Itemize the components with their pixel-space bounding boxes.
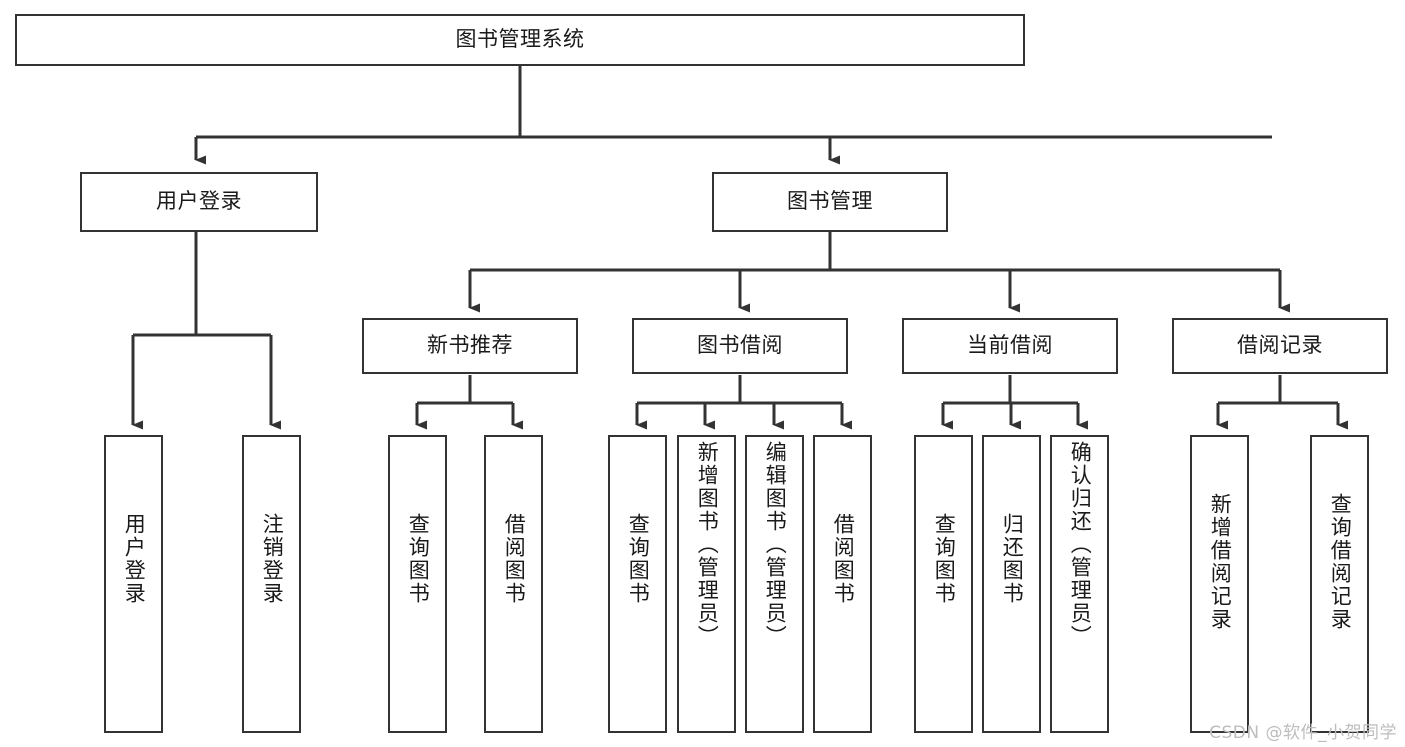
node-leaf-query-book-3[interactable]: 查询图书	[914, 435, 973, 733]
node-book-borrow-label: 图书借阅	[697, 333, 783, 358]
node-leaf-edit-book-label: 编辑图书（管理员）	[763, 441, 788, 648]
node-leaf-add-book[interactable]: 新增图书（管理员）	[677, 435, 736, 733]
node-leaf-query-record-label: 查询借阅记录	[1328, 493, 1353, 631]
node-current-borrow[interactable]: 当前借阅	[902, 318, 1118, 374]
node-leaf-query-book-2-label: 查询图书	[626, 513, 651, 605]
node-leaf-borrow-book-1-label: 借阅图书	[502, 513, 527, 605]
node-new-book-rec[interactable]: 新书推荐	[362, 318, 578, 374]
node-leaf-edit-book[interactable]: 编辑图书（管理员）	[745, 435, 804, 733]
node-leaf-borrow-book-1[interactable]: 借阅图书	[484, 435, 543, 733]
node-leaf-query-book-1-label: 查询图书	[406, 513, 431, 605]
node-leaf-add-record-label: 新增借阅记录	[1208, 493, 1233, 631]
node-leaf-user-logout[interactable]: 注销登录	[242, 435, 301, 733]
node-root[interactable]: 图书管理系统	[15, 14, 1025, 66]
node-leaf-add-record[interactable]: 新增借阅记录	[1190, 435, 1249, 733]
node-user-login[interactable]: 用户登录	[80, 172, 318, 232]
node-leaf-user-logout-label: 注销登录	[260, 513, 285, 605]
node-leaf-confirm-return[interactable]: 确认归还（管理员）	[1050, 435, 1109, 733]
node-borrow-record-label: 借阅记录	[1237, 333, 1323, 358]
node-leaf-query-record[interactable]: 查询借阅记录	[1310, 435, 1369, 733]
csdn-watermark: CSDN @软件_小贺同学	[1209, 723, 1397, 743]
node-leaf-return-book-label: 归还图书	[1000, 513, 1025, 605]
node-leaf-confirm-return-label: 确认归还（管理员）	[1068, 441, 1093, 648]
node-leaf-user-login[interactable]: 用户登录	[104, 435, 163, 733]
node-book-manage-label: 图书管理	[787, 189, 873, 214]
node-book-manage[interactable]: 图书管理	[712, 172, 948, 232]
node-leaf-borrow-book-2-label: 借阅图书	[831, 513, 856, 605]
node-leaf-user-login-label: 用户登录	[122, 513, 147, 605]
node-book-borrow[interactable]: 图书借阅	[632, 318, 848, 374]
node-root-label: 图书管理系统	[455, 27, 585, 52]
node-leaf-query-book-1[interactable]: 查询图书	[388, 435, 447, 733]
node-leaf-add-book-label: 新增图书（管理员）	[695, 441, 720, 648]
node-leaf-query-book-3-label: 查询图书	[932, 513, 957, 605]
node-leaf-query-book-2[interactable]: 查询图书	[608, 435, 667, 733]
node-current-borrow-label: 当前借阅	[967, 333, 1053, 358]
node-new-book-rec-label: 新书推荐	[427, 333, 513, 358]
node-borrow-record[interactable]: 借阅记录	[1172, 318, 1388, 374]
node-user-login-label: 用户登录	[156, 189, 242, 214]
node-leaf-return-book[interactable]: 归还图书	[982, 435, 1041, 733]
node-leaf-borrow-book-2[interactable]: 借阅图书	[813, 435, 872, 733]
